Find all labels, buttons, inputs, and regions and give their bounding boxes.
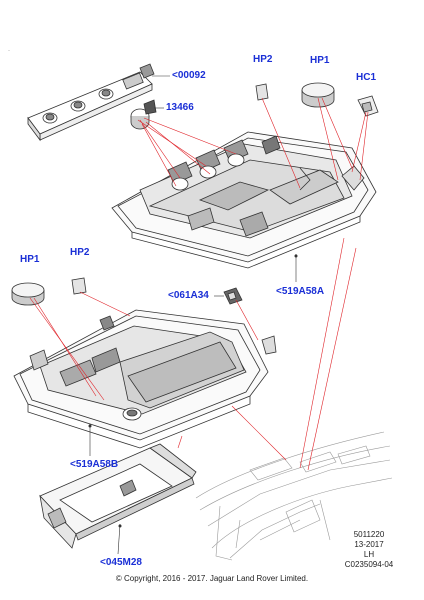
pad-hp1-lower <box>11 282 45 306</box>
callout-hp2-left[interactable]: HP2 <box>70 247 90 258</box>
clip-hc1 <box>357 95 379 117</box>
callout-leaders <box>89 75 297 555</box>
pad-hp1-upper <box>301 82 335 108</box>
callout-519a58a[interactable]: <519A58A <box>276 286 325 297</box>
callout-061a34[interactable]: <061A34 <box>168 290 209 301</box>
callout-hp2-top[interactable]: HP2 <box>253 54 273 65</box>
callout-00092[interactable]: <00092 <box>172 70 206 81</box>
pad-hp2-lower <box>71 277 87 295</box>
storage-bin-part <box>39 443 197 549</box>
corner-mark: · <box>8 48 10 54</box>
connector-part <box>223 287 243 305</box>
leader-dot-519a58a <box>294 254 298 258</box>
reference-side: LH <box>363 550 375 559</box>
callout-hc1[interactable]: HC1 <box>356 72 377 83</box>
reference-date: 13-2017 <box>354 540 384 549</box>
pad-hp2-upper <box>255 83 269 101</box>
leader-dot-519a58b <box>88 424 92 428</box>
callout-519a58b[interactable]: <519A58B <box>70 459 119 470</box>
reference-number: 5011220 <box>353 530 385 539</box>
lower-console-housing <box>13 309 277 449</box>
callout-045m28[interactable]: <045M28 <box>100 557 142 568</box>
callout-hp1-top[interactable]: HP1 <box>310 55 330 66</box>
callout-hp1-left[interactable]: HP1 <box>20 254 40 265</box>
leader-dot-045m28 <box>118 524 122 528</box>
leader-lines <box>29 97 369 471</box>
upper-console-housing <box>111 131 377 269</box>
switch-pack-panel <box>27 63 155 142</box>
reference-code: C0235094-04 <box>344 560 394 569</box>
reference-block: 5011220 13-2017 LH C0235094-04 <box>340 530 398 570</box>
callout-13466[interactable]: 13466 <box>166 102 194 113</box>
vehicle-dashboard-outline <box>195 431 393 561</box>
rotary-knob-part <box>130 99 157 130</box>
copyright-notice: © Copyright, 2016 - 2017. Jaguar Land Ro… <box>115 574 309 583</box>
